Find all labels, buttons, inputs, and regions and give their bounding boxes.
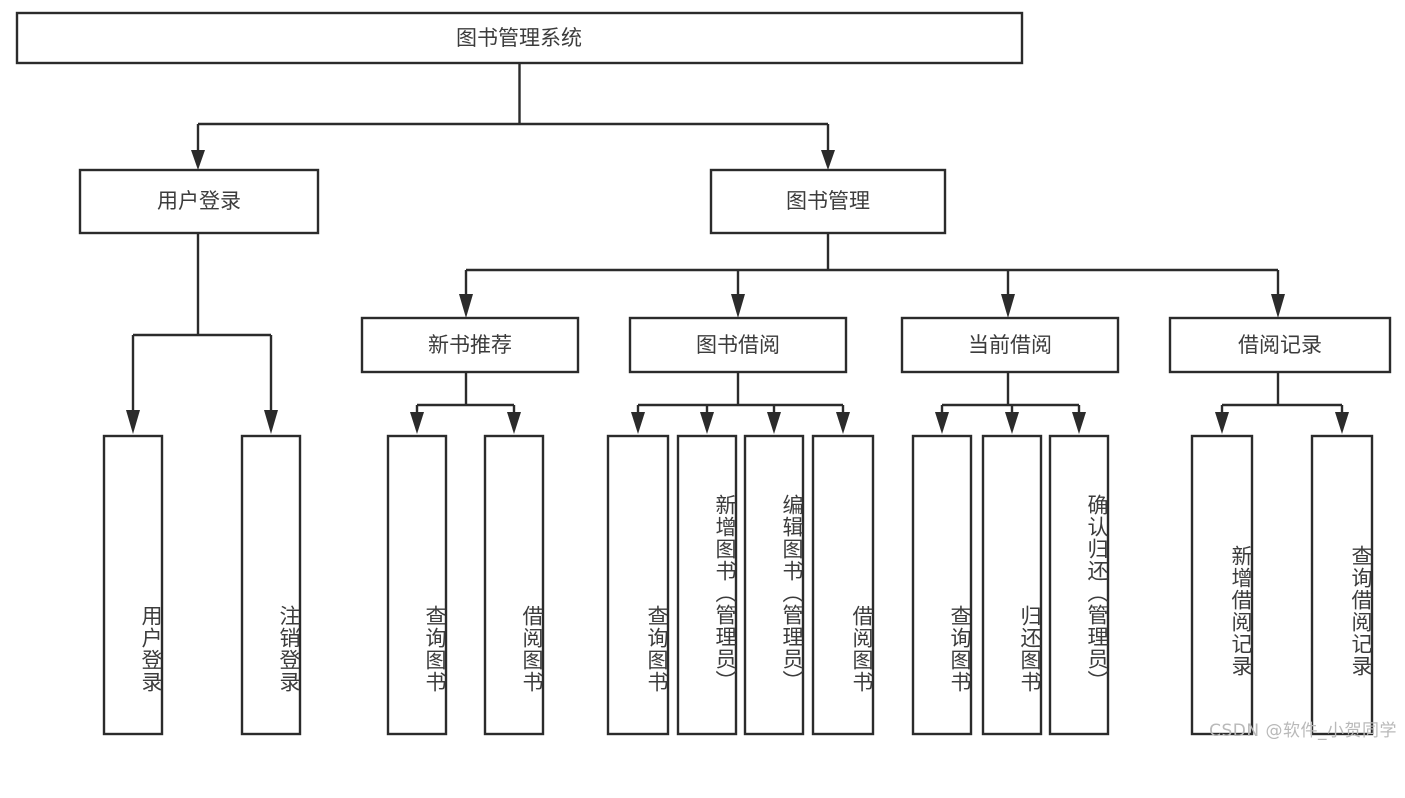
- arrow-head-leaf-query-book-rec: [410, 412, 424, 434]
- node-user-login-box[interactable]: [78, 168, 320, 235]
- arrow-head-leaf-return-book: [1005, 412, 1019, 434]
- arrow-head-book-borrow: [731, 294, 745, 318]
- arrow-head-leaf-user-login: [126, 410, 140, 434]
- arrow-head-leaf-borrow-book-rec: [507, 412, 521, 434]
- node-leaf-logout-box[interactable]: [240, 434, 302, 736]
- node-current-borrow-box[interactable]: [900, 316, 1120, 374]
- arrow-head-leaf-borrow-book: [836, 412, 850, 434]
- node-new-book-recommend-box[interactable]: [360, 316, 580, 374]
- node-layer: 图书管理系统 用户登录 图书管理 新书推荐 图书借阅 当前借阅 借阅记录: [15, 11, 1392, 736]
- connector-layer: [126, 63, 1349, 434]
- node-book-management-box[interactable]: [709, 168, 947, 235]
- arrow-head-new-book-recommend: [459, 294, 473, 318]
- node-leaf-borrow-book-rec-box[interactable]: [483, 434, 545, 736]
- node-leaf-query-book-rec-box[interactable]: [386, 434, 448, 736]
- node-leaf-query-borrow-record-box[interactable]: [1310, 434, 1374, 736]
- node-borrow-record-label: 借阅记录: [1238, 333, 1322, 357]
- arrow-head-leaf-add-book-admin: [700, 412, 714, 434]
- arrow-head-current-borrow: [1001, 294, 1015, 318]
- arrow-head-leaf-query-borrow-record: [1335, 412, 1349, 434]
- arrow-head-borrow-record: [1271, 294, 1285, 318]
- node-root-label: 图书管理系统: [456, 26, 582, 50]
- node-book-borrow-box[interactable]: [628, 316, 848, 374]
- node-new-book-recommend-label: 新书推荐: [428, 333, 512, 357]
- node-leaf-user-login-box[interactable]: [102, 434, 164, 736]
- csdn-watermark: CSDN @软件_小贺同学: [1209, 721, 1397, 741]
- node-book-management-label: 图书管理: [786, 189, 870, 213]
- arrow-head-user-login: [191, 150, 205, 170]
- node-current-borrow-label: 当前借阅: [968, 333, 1052, 357]
- arrow-head-leaf-add-borrow-record: [1215, 412, 1229, 434]
- arrow-head-leaf-query-book-borrow: [631, 412, 645, 434]
- arrow-head-leaf-logout: [264, 410, 278, 434]
- node-leaf-query-book-current-box[interactable]: [911, 434, 973, 736]
- node-leaf-return-book-box[interactable]: [981, 434, 1043, 736]
- arrow-head-leaf-query-book-current: [935, 412, 949, 434]
- arrow-head-leaf-edit-book-admin: [767, 412, 781, 434]
- node-leaf-add-book-admin-box[interactable]: [676, 434, 738, 736]
- arrow-head-book-management: [821, 150, 835, 170]
- node-leaf-add-borrow-record-box[interactable]: [1190, 434, 1254, 736]
- flowchart-canvas: 图书管理系统 用户登录 图书管理 新书推荐 图书借阅 当前借阅 借阅记录: [15, 11, 1397, 741]
- node-leaf-edit-book-admin-box[interactable]: [743, 434, 805, 736]
- node-borrow-record-box[interactable]: [1168, 316, 1392, 374]
- node-book-borrow-label: 图书借阅: [696, 333, 780, 357]
- flowchart-svg: 图书管理系统 用户登录 图书管理 新书推荐 图书借阅 当前借阅 借阅记录: [15, 11, 1392, 736]
- node-leaf-confirm-return-admin-box[interactable]: [1048, 434, 1110, 736]
- node-leaf-borrow-book-box[interactable]: [811, 434, 875, 736]
- node-user-login-label: 用户登录: [157, 189, 241, 213]
- node-leaf-query-book-borrow-box[interactable]: [606, 434, 670, 736]
- arrow-head-leaf-confirm-return-admin: [1072, 412, 1086, 434]
- node-root-box[interactable]: [15, 11, 1024, 65]
